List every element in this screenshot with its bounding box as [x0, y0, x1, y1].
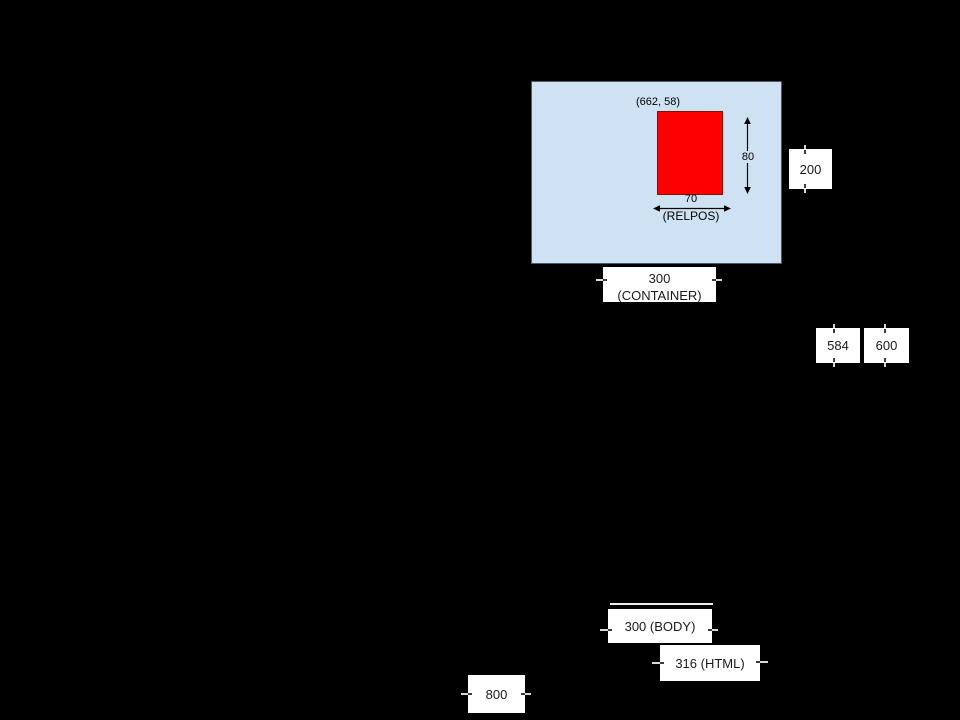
height-dim-label: 80	[737, 151, 759, 163]
page-width-label: 800	[485, 686, 508, 702]
dimension-tick	[600, 629, 608, 631]
dimension-tick	[760, 661, 768, 663]
dimension-tick	[596, 279, 603, 281]
dimension-tick	[712, 629, 718, 631]
relpos-caption: (RELPOS)	[662, 209, 720, 223]
width-dim-label: 70	[684, 193, 698, 205]
dimension-tick	[603, 279, 607, 281]
dimension-tick	[804, 145, 806, 149]
dimension-tick	[756, 661, 760, 663]
dimension-tick	[884, 324, 886, 328]
container-height-label: 200	[799, 161, 822, 177]
viewport-inner-width-box: 584	[816, 328, 860, 363]
dimension-tick	[833, 363, 835, 367]
container-width-box: 300 (CONTAINER)	[603, 267, 716, 302]
viewport-outer-width-box: 600	[864, 328, 909, 363]
dimension-tick	[884, 329, 886, 333]
dimension-tick	[461, 693, 468, 695]
dimension-tick	[833, 329, 835, 333]
page-width-box: 800	[468, 675, 525, 713]
relpos-rect	[657, 111, 723, 195]
container-height-box: 200	[789, 149, 832, 189]
dimension-tick	[608, 629, 612, 631]
dimension-tick	[525, 693, 531, 695]
dimension-tick	[716, 279, 722, 281]
coord-label: (662, 58)	[636, 96, 681, 108]
dimension-tick	[833, 358, 835, 362]
dimension-tick	[833, 324, 835, 328]
dimension-tick	[712, 279, 716, 281]
dimension-tick	[468, 693, 472, 695]
container-rect: (662, 58) 80 70 (RELPOS)	[531, 81, 782, 264]
html-width-box: 316 (HTML)	[660, 645, 760, 681]
html-width-label: 316 (HTML)	[675, 655, 745, 671]
width-arrow-icon	[653, 205, 731, 212]
container-width-label-line1: 300	[648, 271, 671, 286]
body-width-box: 300 (BODY)	[608, 609, 712, 643]
body-top-line	[610, 603, 713, 605]
dimension-tick	[652, 662, 660, 664]
dimension-tick	[804, 150, 806, 154]
body-width-label: 300 (BODY)	[624, 618, 696, 634]
container-width-label-line2: (CONTAINER)	[617, 288, 702, 302]
dimension-tick	[884, 358, 886, 362]
dimension-tick	[708, 629, 712, 631]
viewport-inner-width-label: 584	[827, 338, 849, 353]
dimension-tick	[521, 693, 525, 695]
dimension-tick	[660, 662, 664, 664]
dimension-tick	[804, 184, 806, 188]
dimension-tick	[884, 363, 886, 367]
dimension-tick	[804, 189, 806, 193]
viewport-outer-width-label: 600	[875, 338, 898, 353]
